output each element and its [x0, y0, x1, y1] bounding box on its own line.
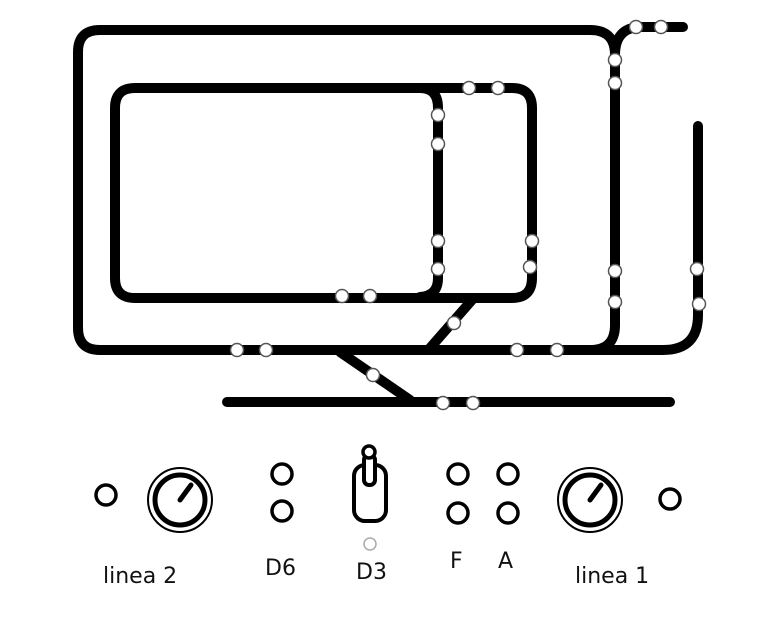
d6-button-top[interactable] — [270, 462, 294, 486]
sensor-node — [430, 136, 446, 152]
sensor-node — [522, 259, 538, 275]
sensor-node — [229, 342, 245, 358]
f-button-bottom[interactable] — [446, 501, 470, 525]
d3-led-icon — [363, 537, 377, 551]
sensor-node — [435, 395, 451, 411]
sensor-node — [689, 261, 705, 277]
sensor-node — [430, 233, 446, 249]
f-button-top[interactable] — [446, 462, 470, 486]
track-sensors — [229, 19, 707, 411]
d6-button-bottom[interactable] — [270, 499, 294, 523]
sensor-node — [607, 294, 623, 310]
sensor-node — [446, 315, 462, 331]
a-button-top[interactable] — [496, 462, 520, 486]
d6-label: D6 — [265, 556, 296, 581]
sensor-node — [653, 19, 669, 35]
sensor-node — [430, 107, 446, 123]
f-label: F — [450, 549, 463, 574]
d3-label: D3 — [356, 560, 387, 585]
sensor-node — [362, 288, 378, 304]
sensor-node — [628, 19, 644, 35]
track-middle-loop — [110, 83, 537, 303]
sensor-node — [365, 367, 381, 383]
sensor-node — [691, 296, 707, 312]
linea1-label: linea 1 — [575, 564, 650, 589]
a-label: A — [498, 549, 514, 574]
sensor-node — [334, 288, 350, 304]
track-top-spur — [610, 22, 688, 60]
linea2-label: linea 2 — [103, 564, 178, 589]
sensor-node — [607, 75, 623, 91]
sensor-node — [509, 342, 525, 358]
sensor-node — [430, 261, 446, 277]
sensor-node — [490, 80, 506, 96]
track-inner-divider — [415, 83, 443, 302]
sensor-node — [524, 233, 540, 249]
linea1-push-button[interactable] — [658, 487, 682, 511]
sensor-node — [461, 80, 477, 96]
track-right-branch — [585, 121, 703, 355]
sensor-node — [465, 395, 481, 411]
sensor-node — [607, 263, 623, 279]
sensor-node — [549, 342, 565, 358]
sensor-node — [258, 342, 274, 358]
sensor-node — [607, 52, 623, 68]
linea2-push-button[interactable] — [94, 483, 118, 507]
linea2-knob-icon[interactable] — [147, 467, 213, 533]
a-button-bottom[interactable] — [496, 501, 520, 525]
linea1-knob-icon[interactable] — [557, 467, 623, 533]
d3-toggle-switch-icon[interactable] — [352, 444, 388, 523]
